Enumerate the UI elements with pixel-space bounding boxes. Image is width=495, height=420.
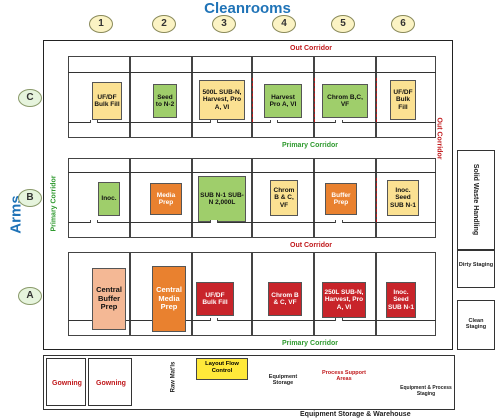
door xyxy=(210,220,218,223)
primary-corridor-lower-label: Primary Corridor xyxy=(282,340,339,347)
door xyxy=(335,318,343,321)
room-a5-250l-sub-n: 250L SUB-N, Harvest, Pro A, VI xyxy=(322,282,366,318)
door xyxy=(210,318,218,321)
room-c4-harvest: Harvest Pro A, VI xyxy=(264,84,302,118)
room-c5-chrom: Chrom B,C, VF xyxy=(322,84,368,118)
room-b5-buffer-prep: Buffer Prep xyxy=(325,183,357,215)
door xyxy=(210,120,218,123)
out-corridor-middle-label: Out Corridor xyxy=(290,242,332,249)
door xyxy=(335,120,343,123)
door xyxy=(90,120,98,123)
dashed-separator xyxy=(252,78,253,122)
row-marker-b: B xyxy=(18,189,42,207)
room-a2-central-media-prep: Central Media Prep xyxy=(152,266,186,332)
gowning-right-label: Gowning xyxy=(96,380,126,387)
process-support-areas-label: Process Support Areas xyxy=(321,370,366,383)
row-marker-c: C xyxy=(18,89,42,107)
column-marker-5: 5 xyxy=(331,15,355,33)
room-b2-media-prep: Media Prep xyxy=(150,183,182,215)
equipment-storage-label: Equipment Storage xyxy=(268,374,298,387)
layout-flow-control-box: Layout Flow Control xyxy=(196,358,248,380)
door xyxy=(270,120,278,123)
airlock-line-b-bottom xyxy=(68,222,436,223)
room-c3-500l-sub-n: 500L SUB-N, Harvest, Pro A, VI xyxy=(199,80,245,120)
dashed-separator xyxy=(314,78,315,122)
dirty-staging-area xyxy=(457,250,495,288)
column-marker-2: 2 xyxy=(152,15,176,33)
out-corridor-right-label: Out Corridor xyxy=(435,117,443,160)
dashed-separator xyxy=(376,78,377,122)
cleanroom-building-outline xyxy=(43,40,453,350)
column-marker-6: 6 xyxy=(391,15,415,33)
raw-mats-label: Raw Mat'ls xyxy=(170,361,177,393)
page-title: Cleanrooms xyxy=(204,0,291,17)
room-c2-seed-to-n2: Seed to N-2 xyxy=(153,84,177,118)
room-a1-central-buffer-prep: Central Buffer Prep xyxy=(92,268,126,330)
gowning-left-label: Gowning xyxy=(52,380,82,387)
primary-corridor-left-label: Primary Corridor xyxy=(50,175,58,232)
gowning-left-area xyxy=(46,358,86,406)
room-a4-chrom: Chrom B & C, VF xyxy=(268,282,302,316)
dirty-staging-label: Dirty Staging xyxy=(458,262,494,268)
airlock-line-a-bottom xyxy=(68,320,436,321)
room-b6-inoc-seed: Inoc. Seed SUB N-1 xyxy=(387,180,419,216)
primary-corridor-upper-label: Primary Corridor xyxy=(282,142,339,149)
room-c6-ufdf-bulk-fill: UF/DF Bulk Fill xyxy=(390,80,416,120)
room-c1-ufdf-bulk-fill: UF/DF Bulk Fill xyxy=(92,82,122,120)
solid-waste-label: Solid Waste Handling xyxy=(472,163,480,236)
column-marker-3: 3 xyxy=(212,15,236,33)
airlock-line-b-top xyxy=(68,172,436,173)
footer-warehouse-label: Equipment Storage & Warehouse xyxy=(300,411,411,418)
door xyxy=(90,220,98,223)
room-b1-inoc: Inoc. xyxy=(98,182,120,216)
door xyxy=(335,220,343,223)
support-area-outline xyxy=(43,355,455,410)
airlock-line-c-bottom xyxy=(68,122,436,123)
gowning-right-area xyxy=(88,358,132,406)
column-marker-1: 1 xyxy=(89,15,113,33)
room-b4-chrom: Chrom B & C, VF xyxy=(270,180,298,216)
clean-staging-label: Clean Staging xyxy=(465,318,487,331)
airlock-line-c-top xyxy=(68,72,436,73)
equipment-process-staging-label: Equipment & Process Staging xyxy=(400,385,452,397)
room-a6-inoc-seed: Inoc. Seed SUB N-1 xyxy=(386,282,416,318)
row-marker-a: A xyxy=(18,287,42,305)
room-a3-ufdf-bulk-fill: UF/DF Bulk Fill xyxy=(196,282,234,316)
dashed-separator xyxy=(376,178,377,222)
out-corridor-top-label: Out Corridor xyxy=(290,45,332,52)
column-marker-4: 4 xyxy=(272,15,296,33)
room-b3-sub-n1: SUB N-1 SUB-N 2,000L xyxy=(198,176,246,222)
